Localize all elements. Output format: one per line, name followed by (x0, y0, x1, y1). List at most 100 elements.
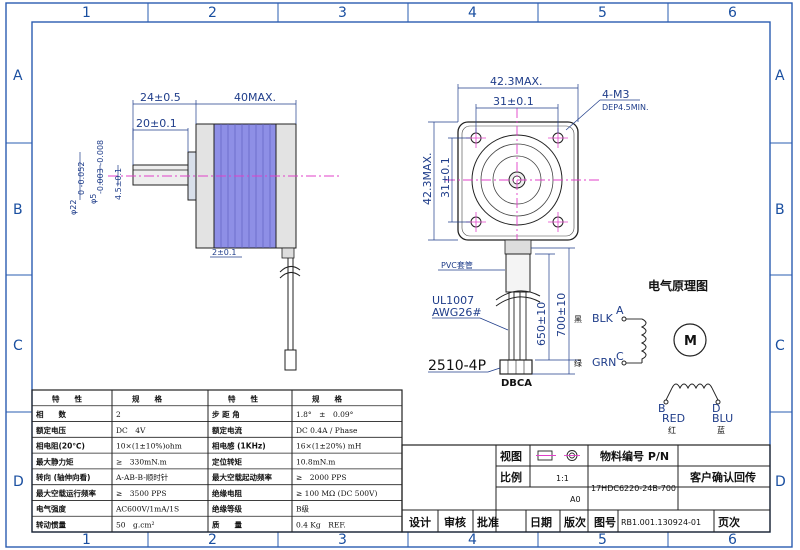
dim-31-h: 31±0.1 (493, 95, 534, 108)
dim-45-label: 4.5±0.1 (114, 168, 123, 200)
projection-symbol-icon (536, 450, 580, 461)
grn-label: GRN (592, 356, 616, 369)
dim-2-label: 2±0.1 (212, 248, 237, 257)
spec-label-cell: 额定电流 (212, 425, 242, 435)
coil-lead (665, 387, 673, 401)
wire-break (495, 296, 541, 307)
drawing-no-value: RB1.001.130924-01 (621, 518, 701, 527)
wire-break (495, 290, 541, 301)
front-cap (195, 123, 215, 249)
spec-value-cell: 1.8° ± 0.09° (296, 410, 354, 419)
pvc-label: PVC套管 (441, 260, 473, 270)
dim-4m3: 4-M3 (602, 88, 629, 101)
spec-label-cell: 转向 (轴伸向看) (36, 472, 90, 482)
spec-value-cell: 10×(1±10%)ohm (116, 442, 182, 451)
terminal-a (621, 316, 627, 322)
spec-value-cell: 10.8mN.m (296, 457, 335, 466)
spec-value-cell: ≥ 100 MΩ (DC 500V) (296, 489, 377, 498)
dim-423max-v: 42.3MAX. (421, 152, 434, 205)
title-block (401, 444, 771, 533)
dim-40max-label: 40MAX. (234, 91, 276, 104)
wires (508, 292, 527, 360)
cable-end (284, 349, 297, 371)
blu-label: BLU (712, 412, 733, 425)
spec-label-cell: 绝缘等级 (212, 504, 242, 514)
dim-5-label: φ5 (89, 194, 98, 204)
spec-value-cell: DC 4V (116, 426, 146, 435)
coil-ac (640, 318, 647, 363)
spec-header-cell: 特 性 (52, 393, 82, 403)
cable-exit (281, 247, 295, 259)
size-label: A0 (570, 495, 581, 504)
motor-symbol (673, 323, 707, 357)
electrical-diagram: 电气原理图 黑 BLK A 绿 GRN C M B D RED BLU 红 蓝 (574, 278, 733, 435)
spec-label-cell: 质 量 (212, 520, 242, 530)
dim-650: 650±10 (535, 302, 548, 346)
col-label: 3 (338, 5, 347, 21)
drawing-no-label: 图号 (594, 516, 616, 529)
pn-label: 物料编号 P/N (600, 449, 669, 463)
stator-lines (220, 124, 271, 248)
frame-grid-ticks (6, 3, 792, 547)
col-label: 5 (598, 5, 607, 21)
spec-value-cell: ≥ 3500 PPS (116, 489, 167, 498)
spec-label-cell: 额定电压 (36, 425, 66, 435)
row-label: B (13, 202, 23, 218)
spec-value-cell: ≥ 330mN.m (116, 457, 167, 466)
connector-label: 2510-4P (428, 358, 486, 374)
spec-value-cell: 0.4 Kg REF. (296, 521, 346, 530)
red-cn-label: 红 (668, 425, 676, 435)
spec-value-cell: 50 g.cm² (116, 521, 155, 530)
electrical-title: 电气原理图 (648, 278, 708, 293)
page-label: 页次 (718, 515, 740, 529)
cable-assembly: 650±10 700±10 PVC套管 UL1007 AWG26# 2510-4… (428, 239, 580, 389)
cable-dim-lines (428, 247, 580, 375)
spec-value-cell: DC 0.4A / Phase (296, 426, 358, 435)
ratio-label: 比例 (500, 470, 522, 484)
confirm-label: 客户确认回传 (689, 470, 756, 484)
hole-center-marks (466, 128, 568, 232)
dim-22-label: φ22 (69, 200, 78, 215)
spec-label-cell: 步 距 角 (212, 409, 240, 419)
dim-dep: DEP4.5MIN. (602, 103, 649, 112)
col-label: 2 (208, 532, 217, 548)
spec-label-cell: 定位转矩 (212, 456, 242, 466)
flange-inner (461, 125, 575, 237)
spec-label-cell: 相 数 (36, 409, 66, 419)
col-label: 6 (728, 532, 737, 548)
pin-c-label: C (616, 350, 624, 363)
pn-value: 17HDC6220-24B-700 (591, 484, 676, 493)
blu-cn-label: 蓝 (717, 425, 725, 435)
spec-value-cell: ≥ 2000 PPS (296, 473, 347, 482)
title-block-border (401, 444, 771, 533)
spec-value-cell: 2 (116, 410, 121, 419)
pin-order-label: DBCA (501, 378, 532, 389)
dim-423max-h: 42.3MAX. (490, 75, 543, 88)
col-label: 6 (728, 5, 737, 21)
check-label: 审核 (444, 515, 466, 529)
spec-label-cell: 转动惯量 (36, 520, 66, 530)
col-label: 2 (208, 5, 217, 21)
pin-b-label: B (658, 402, 666, 415)
spec-label-cell: 最大静力矩 (36, 456, 74, 466)
spec-value-cell: 16×(1±20%) mH (296, 442, 362, 451)
row-label: C (775, 338, 785, 354)
col-label: 4 (468, 5, 477, 21)
spec-value-cell: A-AB-B-顺时针 (115, 472, 169, 482)
spec-label-cell: 相电感 (1KHz) (212, 441, 266, 451)
terminal-d (715, 399, 721, 405)
terminal-b (663, 399, 669, 405)
spec-header-cell: 规 格 (132, 393, 162, 403)
spec-label-cell: 绝缘电阻 (212, 488, 242, 498)
col-label: 4 (468, 532, 477, 548)
ratio-value: 1:1 (556, 474, 569, 483)
cable-break (279, 266, 301, 273)
coil-bd (671, 383, 713, 390)
dim-31-v: 31±0.1 (439, 157, 452, 198)
col-label: 5 (598, 532, 607, 548)
row-label: D (13, 474, 24, 490)
dim-20-label: 20±0.1 (136, 117, 177, 130)
